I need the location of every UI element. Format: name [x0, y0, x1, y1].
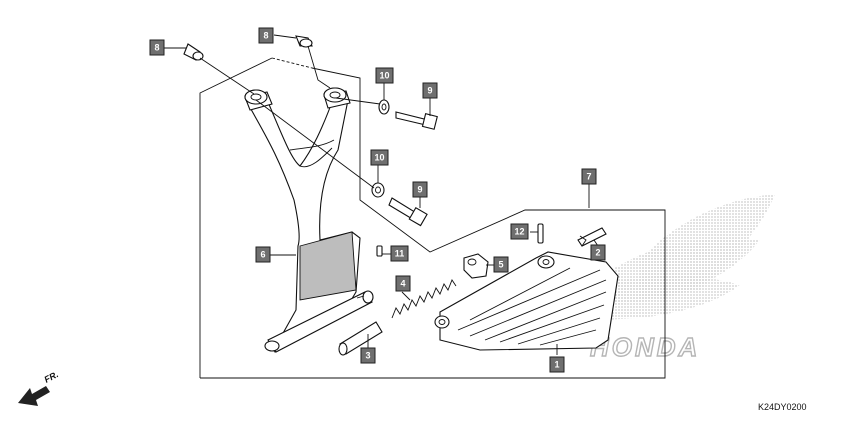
leader-lines: [164, 34, 599, 355]
callout-1-label: 1: [554, 360, 559, 370]
callout-12-label: 12: [514, 227, 524, 237]
callout-5: 5: [493, 256, 509, 273]
clip: [577, 227, 607, 247]
callout-9a: 9: [422, 82, 438, 99]
nut-right: [295, 35, 313, 48]
callout-11: 11: [390, 245, 409, 262]
washer-lower: [371, 182, 385, 198]
spring: [391, 279, 457, 319]
callout-9a-label: 9: [427, 86, 432, 96]
callout-9b: 9: [412, 181, 428, 198]
callout-11-label: 11: [395, 249, 405, 259]
step-plate: [434, 251, 619, 351]
callout-10a: 10: [375, 67, 394, 84]
callout-8a: 8: [149, 39, 165, 56]
callout-3: 3: [360, 347, 376, 364]
front-direction-arrow: [18, 386, 50, 406]
bracket: [463, 253, 489, 279]
callout-2-label: 2: [595, 248, 600, 258]
callout-9b-label: 9: [417, 185, 422, 195]
callout-6: 6: [255, 246, 271, 263]
callout-12: 12: [510, 223, 529, 240]
callout-1: 1: [549, 356, 565, 373]
callout-7: 7: [581, 168, 597, 185]
pivot-pin: [338, 321, 383, 356]
callout-10a-label: 10: [379, 71, 389, 81]
diagram-code: K24DY0200: [758, 402, 807, 412]
washer-upper: [378, 99, 390, 115]
callout-5-label: 5: [498, 260, 503, 270]
bolt-lower: [388, 197, 428, 227]
callout-4-label: 4: [400, 279, 405, 289]
callout-8b: 8: [258, 27, 274, 44]
honda-wing-logo: HONDA: [589, 195, 775, 363]
callout-6-label: 6: [260, 250, 265, 260]
callout-3-label: 3: [365, 351, 370, 361]
callout-10b: 10: [370, 149, 389, 166]
callout-8a-label: 8: [154, 43, 159, 53]
bolt-upper: [395, 111, 438, 130]
side-stand-bar: [244, 87, 374, 353]
assembly-frame: [199, 57, 666, 379]
callout-group: 8 8 10 9 10 9 7 12 2 6 11 5 4 3 1: [149, 27, 606, 373]
callout-10b-label: 10: [374, 153, 384, 163]
callout-2: 2: [590, 244, 606, 261]
callout-8b-label: 8: [263, 31, 268, 41]
pin-12: [537, 223, 544, 244]
callout-4: 4: [395, 275, 411, 292]
callout-7-label: 7: [586, 172, 591, 182]
spring-pin: [376, 245, 383, 257]
nut-left: [183, 43, 204, 61]
